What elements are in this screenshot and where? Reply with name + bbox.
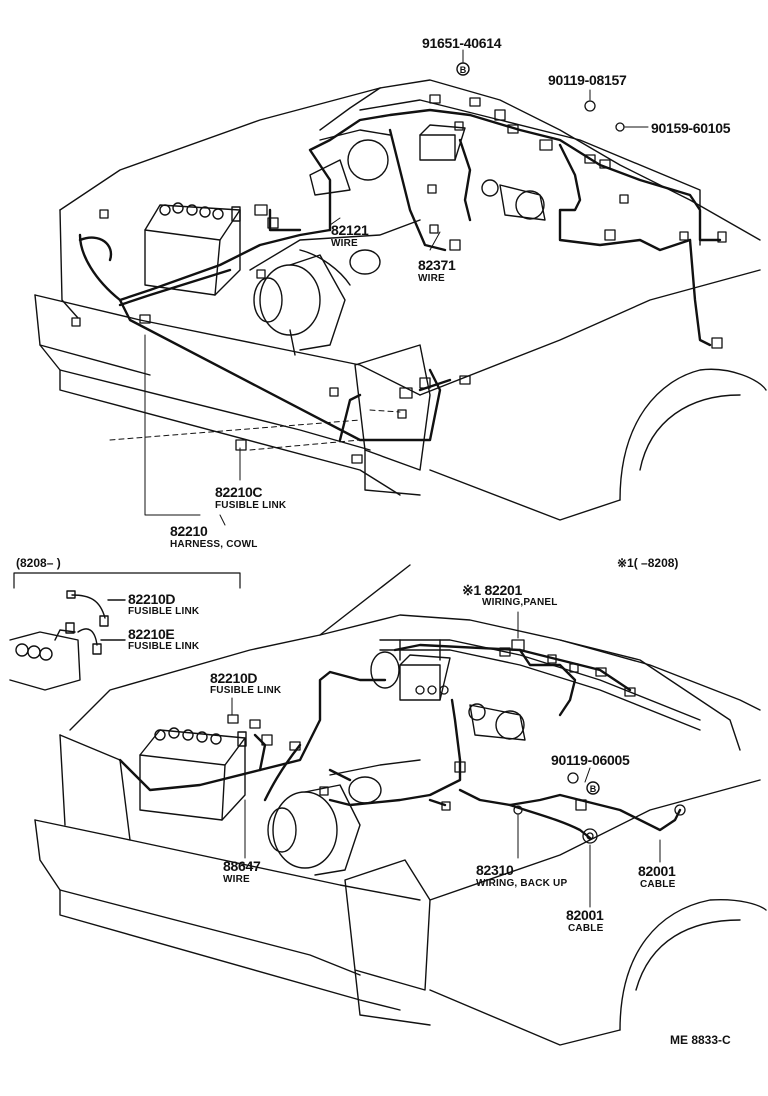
lower-clip-symbol bbox=[586, 781, 600, 795]
inset-battery bbox=[9, 590, 126, 691]
part-82001-right-name: CABLE bbox=[640, 879, 676, 890]
part-82121: 82121 bbox=[331, 222, 369, 238]
part-82310-name: WIRING, BACK UP bbox=[476, 878, 568, 889]
upper-leaders bbox=[109, 49, 649, 526]
part-82371-name: WIRE bbox=[418, 273, 445, 284]
inset-range-label: (8208– ) bbox=[16, 556, 61, 570]
part-82371: 82371 bbox=[418, 257, 456, 273]
upper-car-body bbox=[34, 79, 767, 521]
upper-clip-letter: B bbox=[460, 65, 467, 75]
part-90119-08157: 90119-08157 bbox=[548, 72, 627, 88]
inset-part-82210E: 82210E bbox=[128, 626, 175, 642]
part-82310: 82310 bbox=[476, 862, 514, 878]
lower-part-82210D: 82210D bbox=[210, 670, 258, 686]
part-82210-name: HARNESS, COWL bbox=[170, 539, 258, 550]
upper-connectors bbox=[71, 94, 727, 464]
inset-bracket bbox=[13, 572, 241, 589]
part-82210: 82210 bbox=[170, 523, 208, 539]
lower-car-body bbox=[34, 564, 767, 1046]
lower-harness bbox=[118, 643, 682, 840]
upper-harness bbox=[78, 108, 722, 442]
lower-connectors bbox=[227, 639, 686, 844]
part-82001-center: 82001 bbox=[566, 907, 604, 923]
part-90119-06005: 90119-06005 bbox=[551, 752, 630, 768]
part-82201-name: WIRING,PANEL bbox=[482, 597, 558, 608]
part-82001-right: 82001 bbox=[638, 863, 676, 879]
part-91651-40614: 91651-40614 bbox=[422, 35, 502, 51]
part-82201: ※1 82201 bbox=[462, 582, 522, 598]
inset-part-82210D: 82210D bbox=[128, 591, 176, 607]
lower-leaders bbox=[231, 611, 661, 908]
lower-part-82210D-name: FUSIBLE LINK bbox=[210, 685, 282, 696]
upper-clip-symbol bbox=[456, 62, 470, 76]
lower-clip-letter: B bbox=[590, 784, 597, 794]
part-88647-name: WIRE bbox=[223, 874, 250, 885]
part-82210C-name: FUSIBLE LINK bbox=[215, 500, 287, 511]
figure-code: ME 8833-C bbox=[670, 1033, 731, 1047]
inset-part-82210D-name: FUSIBLE LINK bbox=[128, 606, 200, 617]
part-90159-60105: 90159-60105 bbox=[651, 120, 731, 136]
inset-part-82210E-name: FUSIBLE LINK bbox=[128, 641, 200, 652]
part-82210C: 82210C bbox=[215, 484, 263, 500]
part-82001-center-name: CABLE bbox=[568, 923, 604, 934]
part-82121-name: WIRE bbox=[331, 238, 358, 249]
lower-range-note: ※1( –8208) bbox=[617, 556, 679, 570]
part-88647: 88647 bbox=[223, 858, 261, 874]
